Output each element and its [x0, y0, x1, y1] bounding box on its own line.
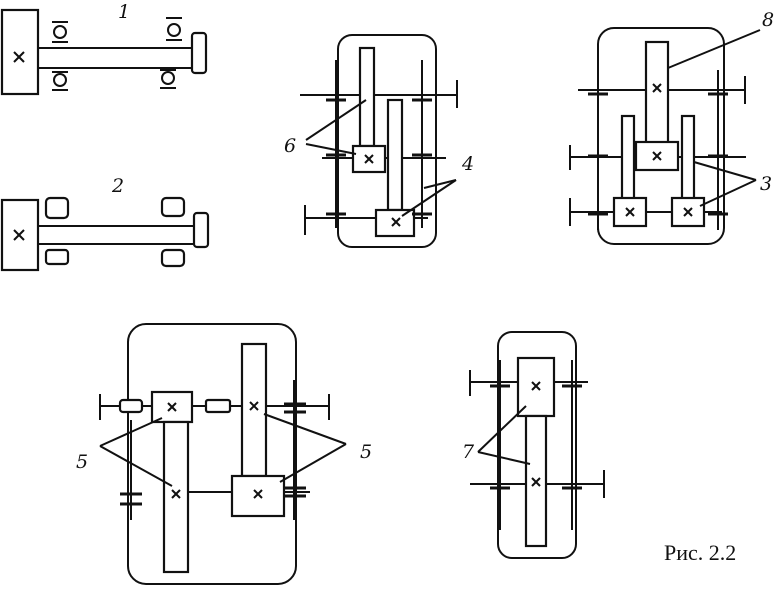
roller-bearing-icon: [160, 196, 186, 218]
label-2: 2: [111, 175, 124, 197]
gear-large: [358, 46, 376, 148]
housing: [337, 34, 437, 248]
label-7: 7: [462, 441, 475, 463]
label-6: 6: [284, 135, 296, 157]
scheme-2: 2: [0, 175, 210, 272]
bearing-icon: [52, 71, 68, 91]
label-8: 8: [762, 9, 774, 31]
scheme-two-stage-coaxial: 6 4: [284, 34, 474, 248]
roller-bearing-icon: [44, 196, 70, 220]
scheme-coaxial-single: 7: [462, 331, 605, 559]
gear-large: [162, 420, 190, 574]
roller-bearing-icon: [118, 398, 144, 414]
bearing-icon: [160, 69, 176, 89]
roller-bearing-icon: [160, 248, 186, 268]
bearing-icon: [166, 17, 182, 41]
scheme-1: 1: [0, 1, 208, 96]
gear-large: [386, 98, 404, 212]
housing: [127, 323, 297, 585]
label-4: 4: [461, 153, 474, 175]
coupling: [204, 398, 232, 414]
label-3: 3: [760, 173, 772, 195]
gear-large: [240, 342, 268, 478]
coupling: [190, 31, 208, 75]
motor-block: [0, 8, 40, 96]
gear-small: [230, 474, 286, 518]
housing: [497, 331, 577, 559]
gear-large: [620, 114, 636, 202]
bearing-icon: [52, 21, 68, 43]
gear-large: [680, 114, 696, 202]
gear-large: [644, 40, 670, 148]
scheme-split-stage: 8 3: [569, 9, 774, 245]
figure-caption: Рис. 2.2: [664, 540, 736, 565]
roller-bearing-icon: [44, 248, 70, 266]
label-5-left: 5: [76, 451, 88, 473]
label-5-right: 5: [360, 441, 372, 463]
coupling: [192, 211, 210, 249]
scheme-two-stage-parallel: 5 5: [76, 323, 372, 585]
label-1: 1: [118, 1, 130, 23]
